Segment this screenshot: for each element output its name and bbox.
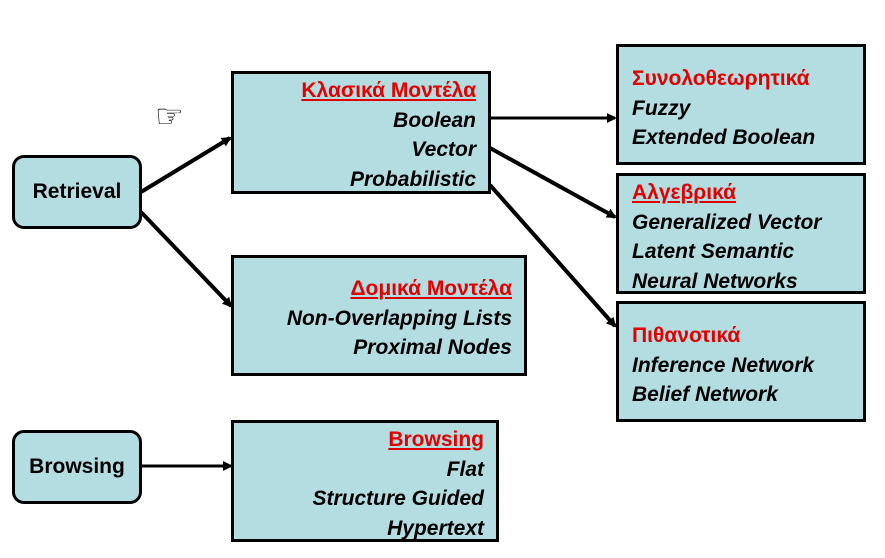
browsing-item-hypertext: Hypertext: [387, 516, 484, 540]
browsing-models-title: Browsing: [388, 428, 484, 451]
algebraic-item-latent-semantic: Latent Semantic: [632, 240, 795, 263]
classic-models-title: Κλασικά Μοντέλα: [301, 79, 476, 102]
probabilistic-title: Πιθανοτικά: [632, 324, 741, 347]
classic-item-probabilistic: Probabilistic: [349, 167, 476, 191]
arrow-retrieval-to-classic: [139, 136, 232, 194]
browsing-item-structure-guided: Structure Guided: [312, 487, 484, 510]
pointing-hand-icon: ☞: [155, 98, 184, 134]
structural-models-box: Δομικά Μοντέλα Non-Overlapping Lists Pro…: [231, 255, 527, 376]
set-theoretic-box: Συνολοθεωρητικά Fuzzy Extended Boolean: [616, 44, 866, 165]
algebraic-item-neural-networks: Neural Networks: [632, 269, 798, 293]
algebraic-item-generalized-vector: Generalized Vector: [632, 210, 822, 234]
structural-models-title: Δομικά Μοντέλα: [350, 277, 512, 300]
arrow-classic-to-probabilistic: [488, 183, 617, 328]
structural-item-proximal: Proximal Nodes: [353, 336, 512, 359]
classic-item-boolean: Boolean: [393, 108, 476, 132]
browsing-node[interactable]: Browsing: [12, 430, 142, 504]
classic-models-box: Κλασικά Μοντέλα Boolean Vector Probabili…: [231, 71, 491, 194]
set-theoretic-item-fuzzy: Fuzzy: [632, 96, 691, 120]
algebraic-title: Αλγεβρικά: [632, 181, 737, 204]
browsing-item-flat: Flat: [446, 457, 484, 481]
structural-item-non-overlapping: Non-Overlapping Lists: [286, 306, 512, 330]
retrieval-node[interactable]: Retrieval: [12, 155, 142, 229]
arrow-retrieval-to-structural: [139, 210, 233, 308]
browsing-label: Browsing: [29, 455, 125, 478]
browsing-models-box: Browsing Flat Structure Guided Hypertext: [231, 420, 499, 542]
retrieval-label: Retrieval: [32, 180, 122, 203]
algebraic-box: Αλγεβρικά Generalized Vector Latent Sema…: [616, 173, 866, 294]
set-theoretic-item-extended-boolean: Extended Boolean: [632, 126, 816, 149]
probabilistic-box: Πιθανοτικά Inference Network Belief Netw…: [616, 301, 866, 422]
probabilistic-item-inference-network: Inference Network: [632, 353, 815, 377]
set-theoretic-title: Συνολοθεωρητικά: [632, 67, 810, 90]
arrow-classic-to-algebraic: [489, 146, 617, 219]
probabilistic-item-belief-network: Belief Network: [632, 383, 778, 406]
classic-item-vector: Vector: [411, 138, 476, 161]
